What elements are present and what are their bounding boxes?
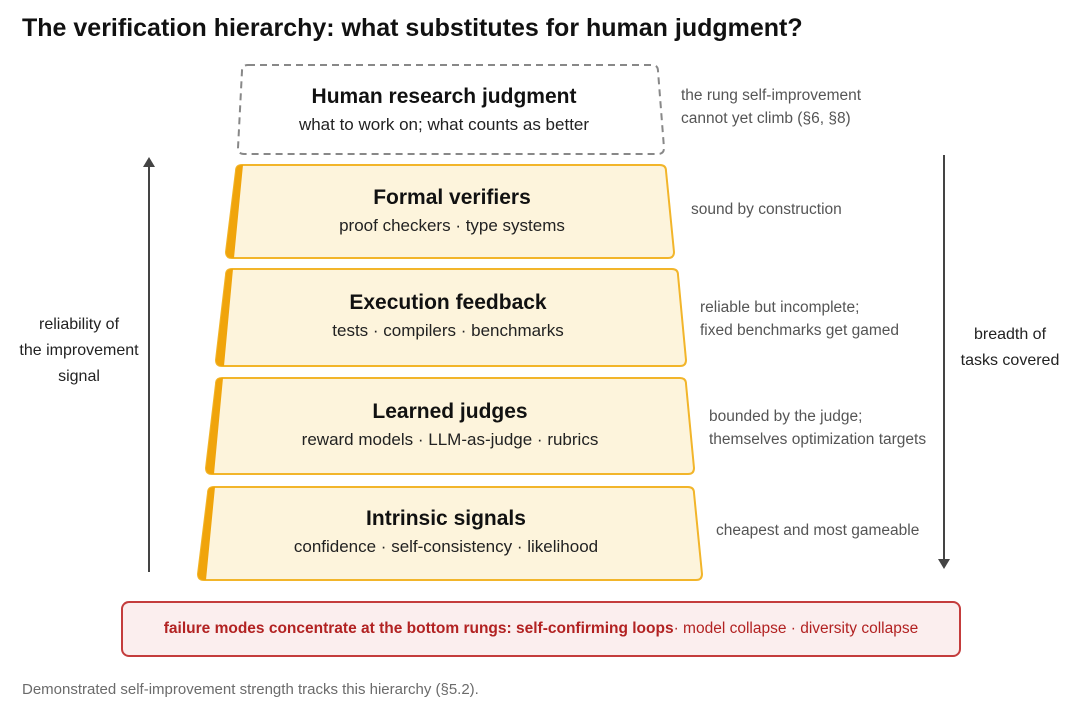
rung-subtitle: tests · compilers · benchmarks (332, 321, 564, 340)
rung-subtitle: confidence · self-consistency · likeliho… (293, 537, 599, 556)
rung-title: Formal verifiers (373, 186, 531, 209)
rung-title: Intrinsic signals (366, 507, 526, 530)
rung-execution-feedback: Execution feedback tests · compilers · b… (248, 290, 648, 342)
note-line: the rung self-improvement (681, 87, 862, 104)
rung-title: Execution feedback (349, 291, 547, 314)
note-line: cheapest and most gameable (716, 522, 920, 539)
reliability-axis-label: reliability of the improvement signal (10, 312, 148, 390)
note-line: bounded by the judge; (709, 408, 863, 425)
note-line: reliable but incomplete; (700, 299, 860, 316)
failure-modes-rest: · model collapse · diversity collapse (673, 620, 919, 637)
note-execution-feedback: reliable but incomplete; fixed benchmark… (700, 296, 899, 342)
axis-label-line: reliability of (38, 316, 120, 333)
breadth-axis-label: breadth of tasks covered (950, 322, 1070, 374)
rung-intrinsic-signals-accent (198, 487, 215, 580)
rung-formal-verifiers: Formal verifiers proof checkers · type s… (252, 185, 652, 237)
note-line: fixed benchmarks get gamed (700, 322, 900, 339)
note-human-judgment: the rung self-improvement cannot yet cli… (681, 84, 861, 130)
rung-formal-verifiers-accent (226, 165, 243, 258)
rung-title: Human research judgment (311, 85, 577, 108)
figure-caption: Demonstrated self-improvement strength t… (22, 681, 479, 698)
rung-execution-feedback-accent (216, 269, 233, 366)
failure-modes-box: failure modes concentrate at the bottom … (121, 601, 961, 657)
note-learned-judges: bounded by the judge; themselves optimiz… (709, 405, 926, 451)
rung-intrinsic-signals: Intrinsic signals confidence · self-cons… (246, 506, 646, 558)
diagram-title: The verification hierarchy: what substit… (22, 14, 803, 42)
rung-subtitle: what to work on; what counts as better (298, 115, 590, 134)
failure-modes-headline: failure modes concentrate at the bottom … (163, 620, 674, 637)
rung-title: Learned judges (372, 400, 528, 423)
note-line: themselves optimization targets (709, 431, 927, 448)
axis-label-line: tasks covered (960, 352, 1060, 369)
rung-human-judgment-shape (236, 64, 666, 155)
rung-subtitle: proof checkers · type systems (339, 216, 565, 235)
axis-label-line: the improvement (19, 342, 139, 359)
rung-learned-judges: Learned judges reward models · LLM-as-ju… (250, 399, 650, 451)
note-formal-verifiers: sound by construction (691, 198, 842, 221)
note-line: cannot yet climb (§6, §8) (681, 110, 851, 127)
note-intrinsic-signals: cheapest and most gameable (716, 519, 919, 542)
rung-human-judgment: Human research judgment what to work on;… (244, 84, 644, 136)
rung-learned-judges-accent (206, 378, 223, 474)
note-line: sound by construction (691, 201, 842, 218)
rung-subtitle: reward models · LLM-as-judge · rubrics (301, 430, 599, 449)
axis-label-line: signal (58, 368, 100, 385)
axis-label-line: breadth of (973, 326, 1047, 343)
